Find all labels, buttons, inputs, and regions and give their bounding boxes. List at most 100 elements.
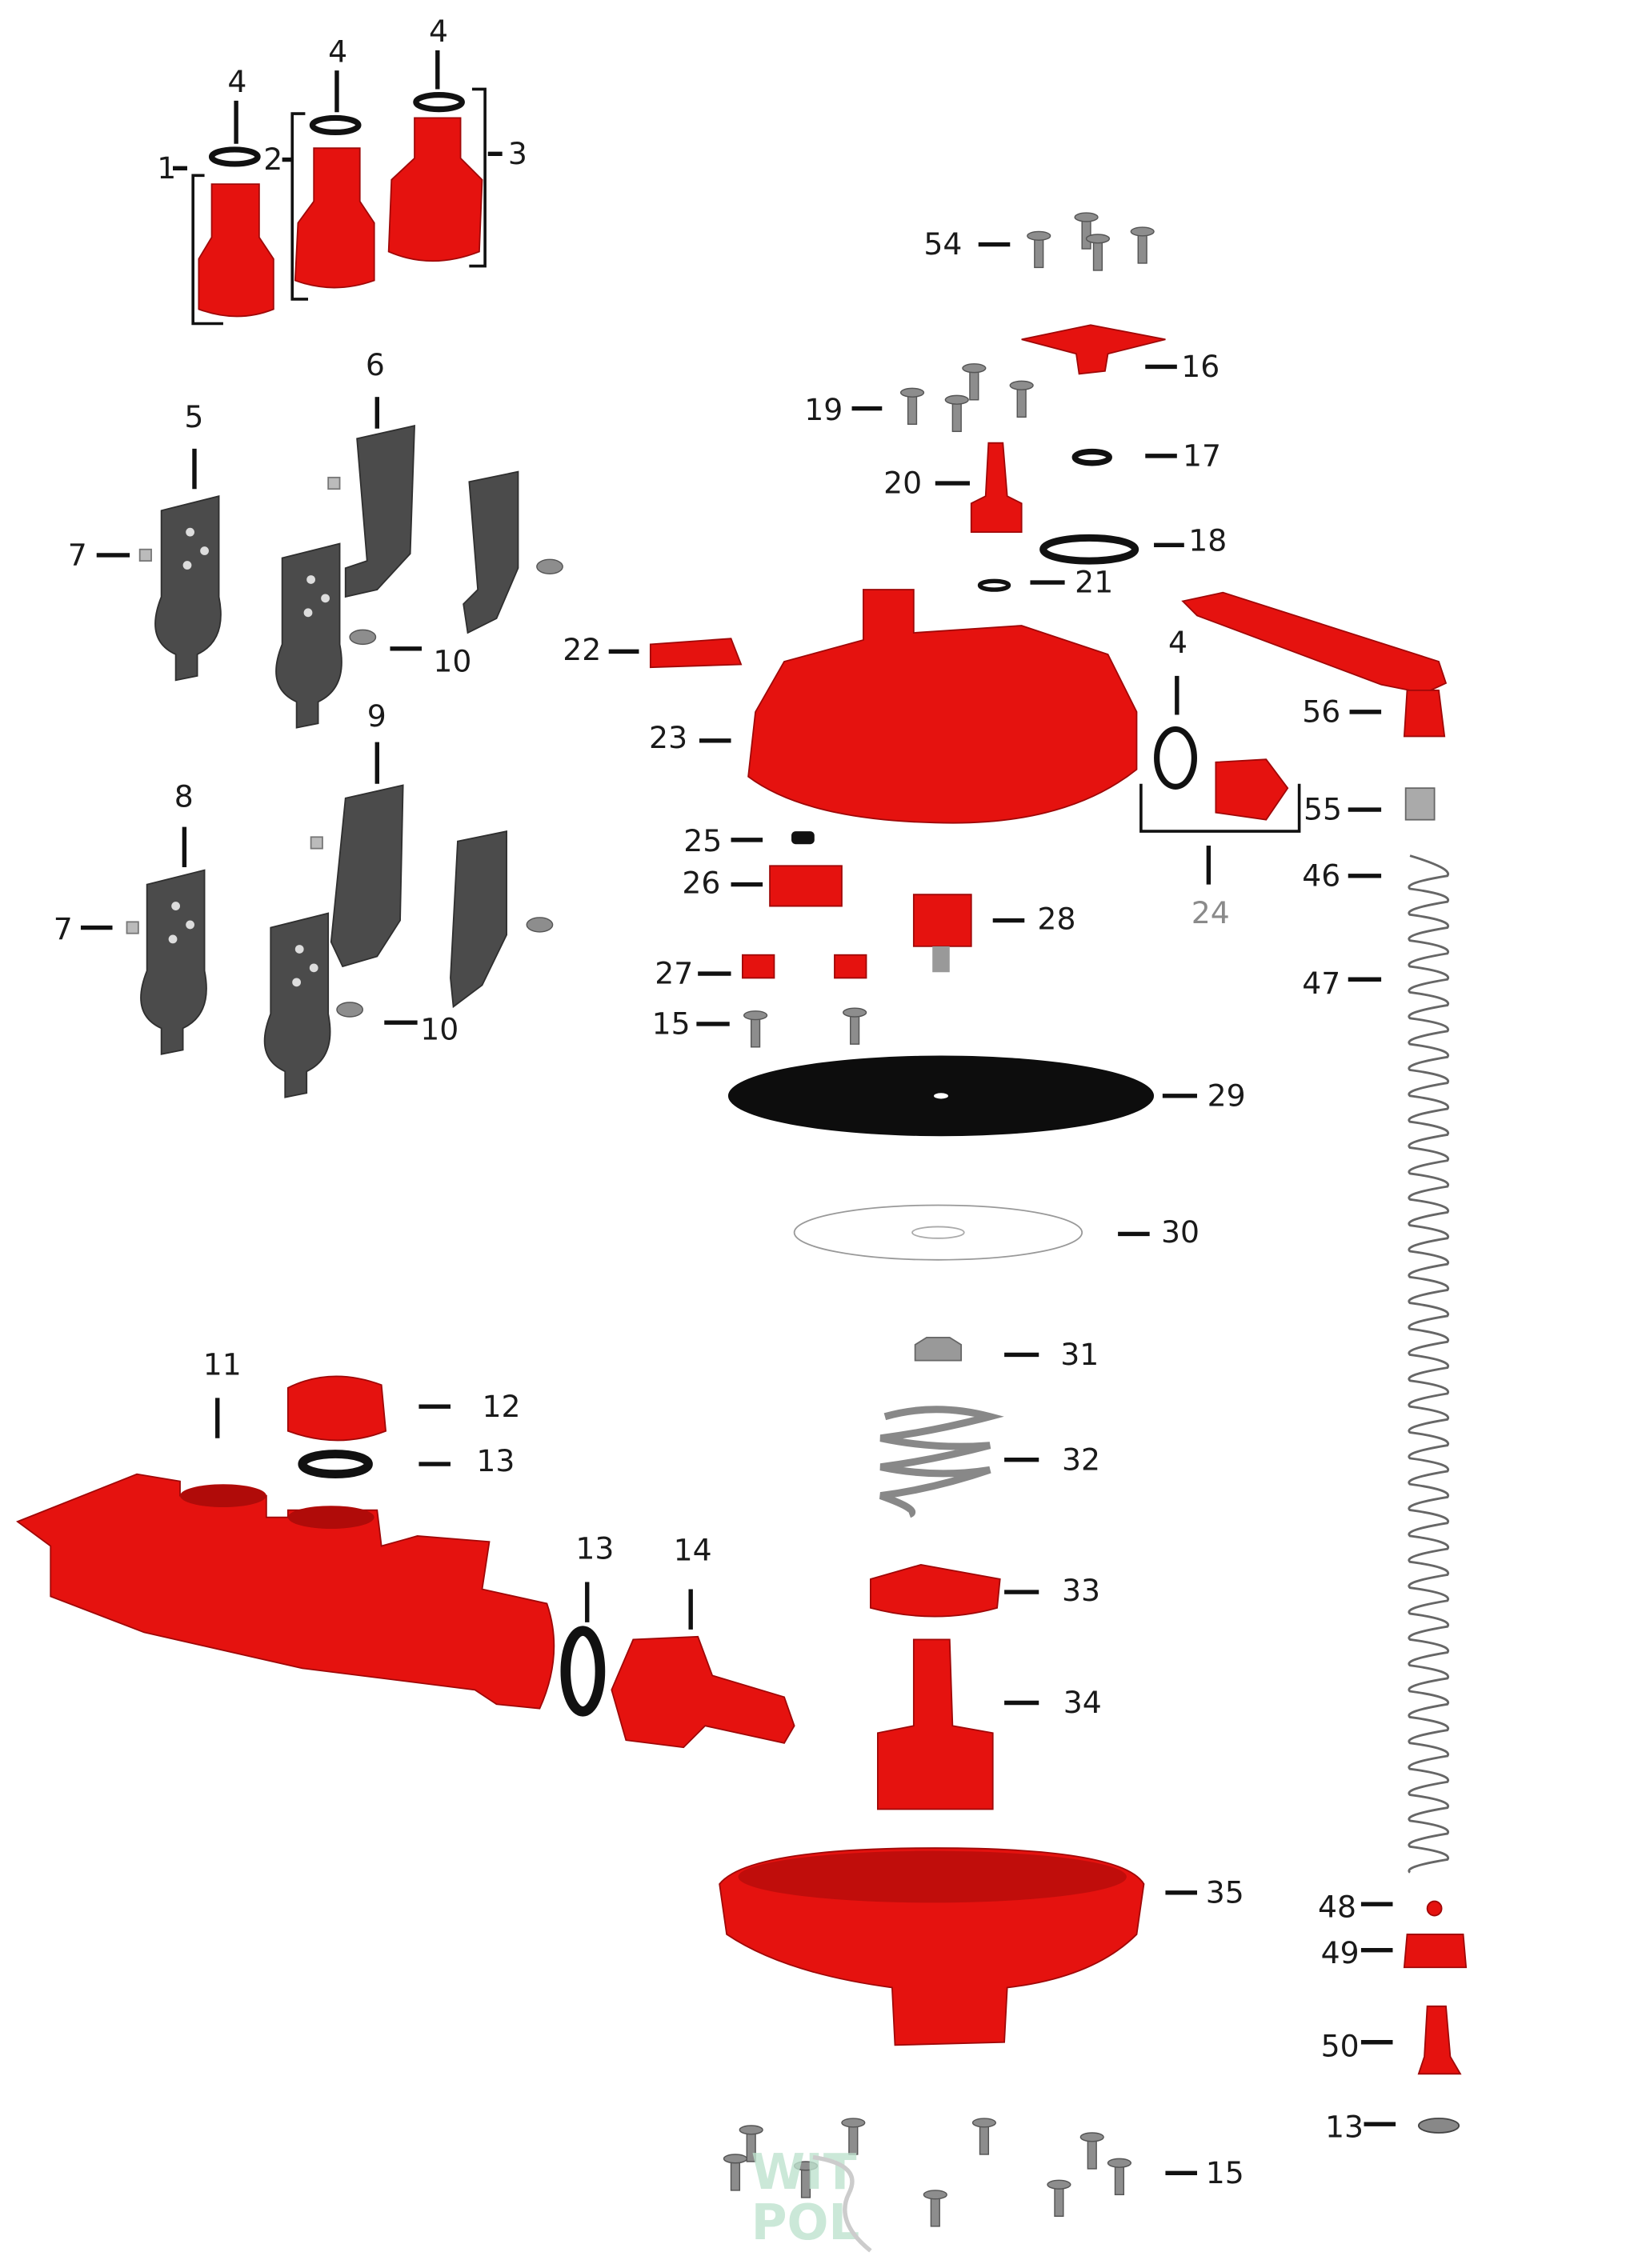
- callout-label-c16: 16: [1181, 349, 1220, 384]
- callout-label-c54: 54: [923, 226, 962, 262]
- seat-49: [1403, 1934, 1468, 1969]
- hose-fitting-14: [611, 1635, 795, 1749]
- callout-label-c34: 34: [1063, 1685, 1102, 1720]
- callout-label-c7b: 7: [54, 911, 73, 946]
- manifold-11: [16, 1473, 555, 1710]
- nut-7: [126, 921, 139, 934]
- cap-12: [286, 1375, 387, 1442]
- bracket-9: [330, 784, 404, 968]
- bolt-10: [536, 558, 563, 575]
- valve-26: [769, 865, 843, 907]
- fitting-20: [970, 442, 1023, 534]
- washer-13: [298, 1450, 373, 1479]
- witpol-watermark: WIT POL: [751, 2144, 872, 2253]
- callout-label-c46: 46: [1302, 858, 1340, 893]
- clip-22: [649, 638, 743, 669]
- callout-label-c5: 5: [184, 399, 203, 434]
- callout-label-c18: 18: [1188, 523, 1227, 558]
- callout-label-c6: 6: [366, 347, 385, 382]
- lever-56: [1181, 591, 1448, 694]
- valve-28: [912, 894, 972, 947]
- callout-label-c33: 33: [1062, 1573, 1100, 1608]
- callout-label-c11: 11: [203, 1347, 242, 1382]
- o-ring-21: [977, 578, 1011, 592]
- o-ring-17: [1071, 448, 1112, 466]
- callout-label-c19: 19: [804, 392, 843, 427]
- callout-label-c29: 29: [1207, 1078, 1246, 1113]
- bolt-10: [349, 629, 377, 646]
- callout-label-c10b: 10: [420, 1012, 459, 1047]
- o-ring-18: [1039, 534, 1139, 565]
- nozzle-3: [387, 117, 483, 262]
- adjuster-34: [876, 1638, 994, 1810]
- plug-24: [1215, 758, 1289, 821]
- callout-label-c24: 24: [1191, 895, 1230, 930]
- callout-label-c27: 27: [655, 956, 693, 991]
- callout-label-c56: 56: [1302, 694, 1340, 729]
- ball-48: [1426, 1900, 1443, 1917]
- nozzle-parts-1-3: [191, 87, 487, 326]
- nut-31: [914, 1336, 963, 1362]
- cap-33: [870, 1563, 1001, 1618]
- callout-label-c13a: 13: [1325, 2109, 1364, 2144]
- o-ring-4: [208, 146, 261, 167]
- callout-label-c4a: 4: [227, 64, 246, 99]
- callout-label-c3: 3: [508, 136, 527, 171]
- callout-label-c4b: 4: [328, 34, 347, 69]
- upper-assembly: [649, 212, 1448, 2227]
- svg-text:WIT: WIT: [751, 2144, 857, 2201]
- spring-47: [1408, 854, 1450, 1874]
- callout-label-c15a: 15: [652, 1006, 691, 1042]
- washer-13: [560, 1626, 606, 1717]
- callout-label-c21: 21: [1075, 565, 1113, 600]
- nozzle-2: [294, 147, 375, 289]
- callout-label-c4c: 4: [429, 14, 448, 49]
- callout-label-c35: 35: [1206, 1874, 1244, 1910]
- part-27: [834, 954, 867, 979]
- callout-label-c13b: 13: [476, 1443, 515, 1478]
- bracket-6b: [463, 470, 519, 634]
- callout-label-c1: 1: [157, 150, 176, 186]
- callout-label-c47: 47: [1302, 966, 1340, 1001]
- manifold-assembly: [16, 1375, 795, 1749]
- o-ring-4: [309, 114, 362, 135]
- callout-label-c30: 30: [1161, 1214, 1199, 1250]
- callout-label-c22: 22: [563, 632, 601, 667]
- callout-label-c50: 50: [1321, 2029, 1360, 2064]
- callout-label-c25: 25: [683, 823, 722, 858]
- fitting-50: [1417, 2005, 1462, 2075]
- part-25: [791, 831, 815, 845]
- callout-label-c55: 55: [1304, 792, 1342, 827]
- svg-text:POL: POL: [751, 2194, 860, 2251]
- o-ring-4: [413, 92, 465, 113]
- bolt-10: [336, 1002, 364, 1018]
- callout-label-c31: 31: [1060, 1337, 1099, 1372]
- callout-label-c26: 26: [682, 865, 720, 900]
- disc-30: [793, 1204, 1083, 1261]
- plug-56: [1403, 690, 1446, 738]
- callout-label-c4d: 4: [1168, 625, 1187, 660]
- nut-7: [310, 836, 323, 850]
- nozzle-1: [198, 183, 274, 318]
- bolt-10: [526, 917, 554, 933]
- knob-16: [1021, 324, 1166, 375]
- callout-label-c28: 28: [1037, 901, 1075, 936]
- callout-label-c23: 23: [649, 720, 687, 755]
- callout-label-c49: 49: [1321, 1935, 1360, 1970]
- o-ring-4: [1154, 726, 1197, 790]
- callout-label-c32: 32: [1062, 1442, 1100, 1477]
- bracket-6a: [275, 542, 342, 729]
- callout-label-c12: 12: [483, 1389, 521, 1424]
- bracket-8b: [263, 912, 331, 1098]
- cap-55: [1404, 787, 1436, 821]
- bracket-6: [344, 424, 415, 598]
- callout-label-c48: 48: [1318, 1889, 1356, 1924]
- bracket-9b: [450, 830, 507, 1009]
- callout-label-c13c: 13: [575, 1531, 614, 1566]
- callout-label-c9: 9: [367, 698, 386, 734]
- callout-label-c14: 14: [674, 1533, 712, 1568]
- bracket-8: [140, 869, 207, 1055]
- nut-7: [327, 476, 341, 490]
